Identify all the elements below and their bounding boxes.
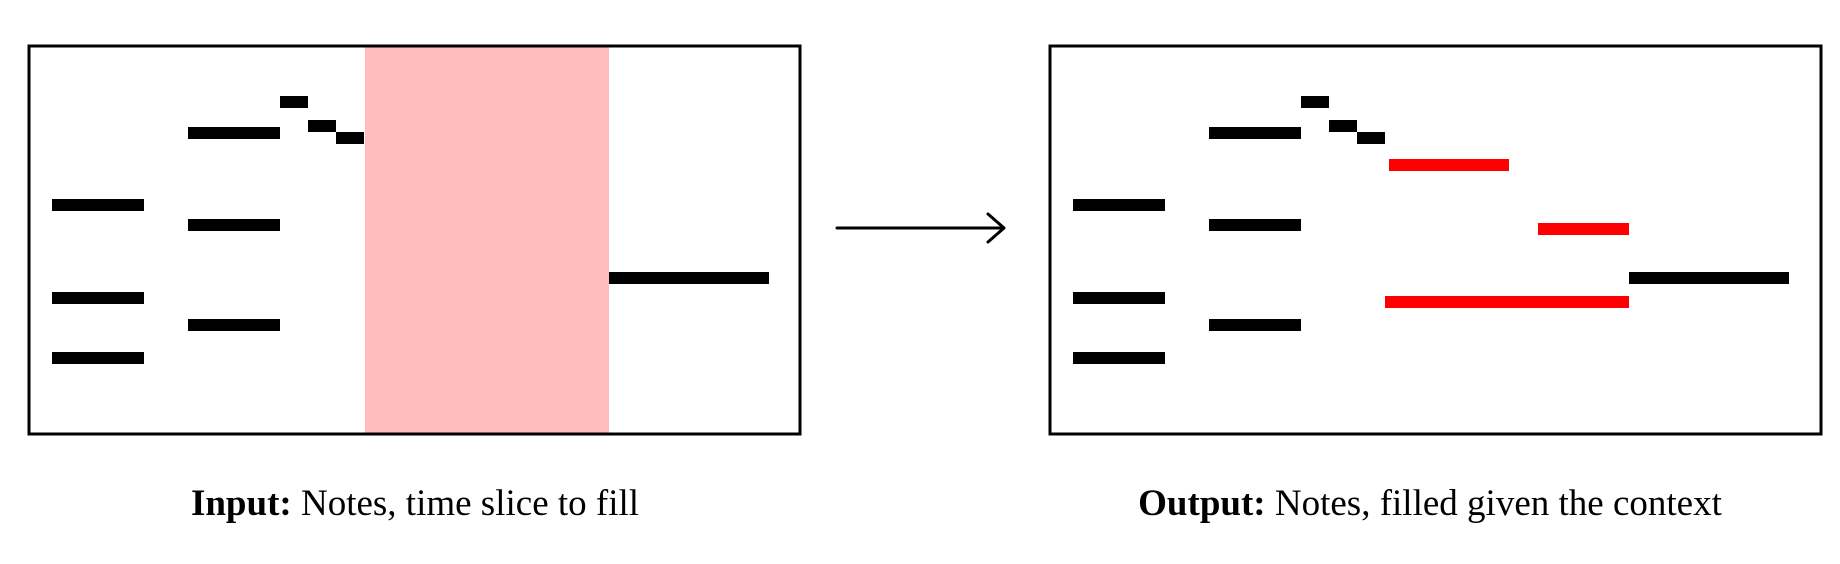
note [1209, 319, 1301, 331]
note [1357, 132, 1385, 144]
input-panel [27, 44, 802, 436]
filled-note [1538, 223, 1629, 235]
input-caption-text: Notes, time slice to fill [291, 483, 640, 524]
note [280, 96, 308, 108]
note [1629, 272, 1789, 284]
right-arrow-icon [835, 212, 1006, 244]
note [52, 352, 144, 364]
note [188, 127, 280, 139]
output-caption-text: Notes, filled given the context [1265, 483, 1722, 524]
output-caption: Output: Notes, filled given the context [1138, 485, 1722, 522]
filled-note [1389, 159, 1509, 171]
note [308, 120, 336, 132]
note [336, 132, 364, 144]
input-masked-time-slice [365, 46, 609, 434]
note [1073, 199, 1165, 211]
input-notes [52, 96, 769, 364]
note [609, 272, 769, 284]
output-context-notes [1073, 96, 1789, 364]
output-panel [1048, 44, 1823, 436]
note [1329, 120, 1357, 132]
note [188, 219, 280, 231]
input-frame [27, 44, 802, 436]
note [1209, 219, 1301, 231]
filled-note [1385, 296, 1629, 308]
note [52, 292, 144, 304]
input-caption: Input: Notes, time slice to fill [191, 485, 639, 522]
output-frame [1048, 44, 1823, 436]
note [1209, 127, 1301, 139]
output-caption-label: Output: [1138, 483, 1266, 524]
input-caption-label: Input: [190, 483, 292, 524]
output-filled-notes [1385, 159, 1629, 308]
note [188, 319, 280, 331]
note [1073, 352, 1165, 364]
note [1301, 96, 1329, 108]
note [1073, 292, 1165, 304]
note [52, 199, 144, 211]
